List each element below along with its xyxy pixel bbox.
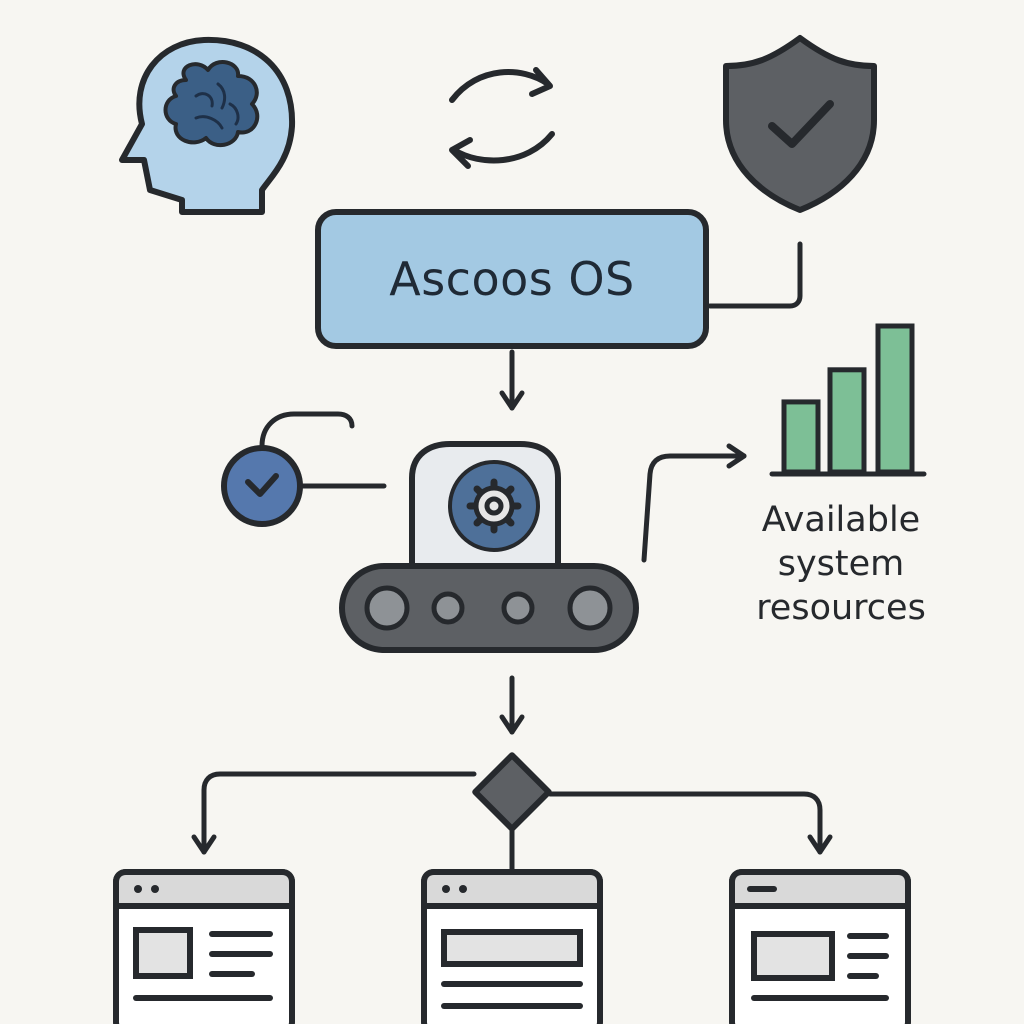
sync-arrows-icon <box>449 67 555 169</box>
resources-label-line: Available <box>761 500 921 540</box>
shield-check-icon <box>723 35 877 213</box>
resources-label-line: system <box>777 544 905 584</box>
arrow-engine-to-resources <box>641 443 747 563</box>
main-box-title: Ascoos OS <box>389 252 635 306</box>
check-circle-icon <box>221 411 387 527</box>
branch-right <box>547 791 833 855</box>
head-brain-icon <box>119 36 296 215</box>
browser-window-icon <box>113 869 295 1024</box>
bar-chart-icon <box>769 323 927 477</box>
browser-window-icon <box>729 869 911 1024</box>
branch-left <box>191 771 477 855</box>
resources-label: Available system resources <box>730 498 952 630</box>
resource-bar-2 <box>827 367 867 475</box>
browser-window-icon <box>421 869 603 1024</box>
resource-bar-3 <box>875 323 915 475</box>
decision-diamond-icon <box>472 752 552 832</box>
main-box <box>315 209 709 349</box>
resources-label-line: resources <box>756 588 926 628</box>
gear-conveyor-icon <box>339 441 639 653</box>
shield-connector <box>707 241 803 309</box>
resource-bar-1 <box>781 399 821 475</box>
